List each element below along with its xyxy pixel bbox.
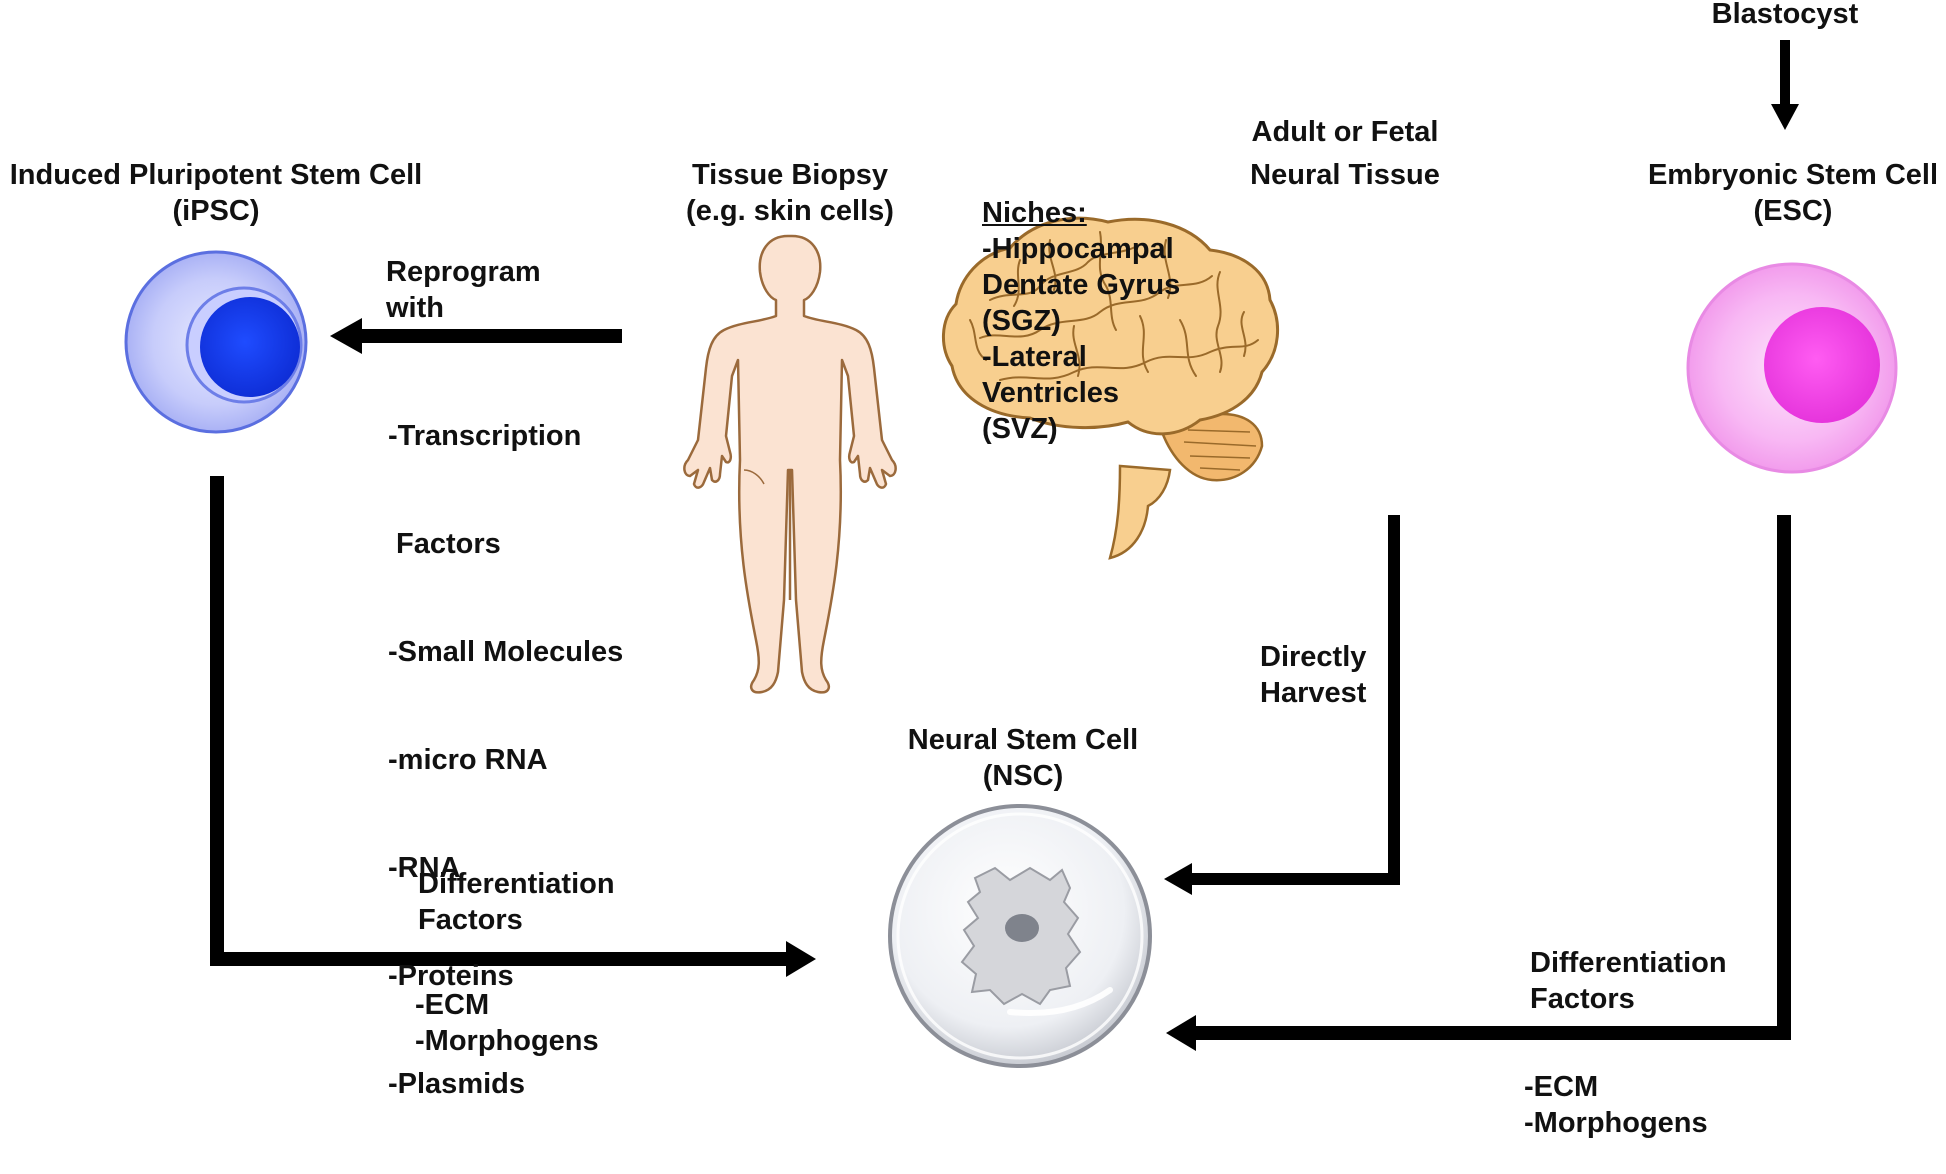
reprogram-item: -Proteins xyxy=(388,960,514,992)
diagram-graphics xyxy=(124,40,1898,1068)
reprogram-arrow xyxy=(330,318,622,354)
reprogram-heading: Reprogram with xyxy=(386,254,541,326)
reprogram-item: -micro RNA xyxy=(388,744,548,776)
esc-cell xyxy=(1686,262,1898,474)
ipsc-differentiation-line-1: Differentiation xyxy=(418,868,615,900)
biopsy-title-line-2: (e.g. skin cells) xyxy=(686,195,894,227)
niche-item: (SGZ) xyxy=(982,305,1061,337)
nsc-title: Neural Stem Cell (NSC) xyxy=(880,722,1166,794)
niches-list: Niches: -Hippocampal Dentate Gyrus (SGZ)… xyxy=(982,195,1180,447)
reprogram-item: Factors xyxy=(388,528,501,560)
blastocyst-label: Blastocyst xyxy=(1711,0,1859,30)
brain xyxy=(941,216,1280,560)
reprogram-item: -Transcription xyxy=(388,420,582,452)
blastocyst-arrow xyxy=(1771,40,1799,130)
biopsy-title-line-1: Tissue Biopsy xyxy=(691,159,889,191)
neural-tissue-title-line-1: Adult or Fetal xyxy=(1251,116,1439,148)
nsc-cell xyxy=(888,804,1152,1068)
reprogram-item: -Small Molecules xyxy=(388,636,624,668)
reprogram-heading-line-2: with xyxy=(386,292,444,324)
reprogram-item: -RNA xyxy=(388,852,461,884)
niche-item: (SVZ) xyxy=(982,413,1058,445)
reprogram-items: -Transcription Factors -Small Molecules … xyxy=(388,346,623,1174)
ipsc-title-line-2: (iPSC) xyxy=(172,195,260,227)
harvest-label: Directly Harvest xyxy=(1260,639,1366,711)
niche-item: Dentate Gyrus xyxy=(982,269,1181,301)
niche-item: Ventricles xyxy=(982,377,1120,409)
ipsc-differentiation-items: -ECM -Morphogens xyxy=(415,987,599,1059)
esc-title: Embryonic Stem Cell (ESC) xyxy=(1640,157,1946,229)
harvest-arrow xyxy=(1164,515,1400,895)
neural-tissue-title-line-2: Neural Tissue xyxy=(1250,159,1440,191)
esc-title-line-1: Embryonic Stem Cell xyxy=(1647,159,1939,191)
ipsc-to-nsc-arrow xyxy=(210,476,816,977)
ipsc-title: Induced Pluripotent Stem Cell (iPSC) xyxy=(0,157,432,229)
esc-title-line-2: (ESC) xyxy=(1753,195,1833,227)
ipsc-differentiation-heading: Differentiation Factors xyxy=(418,866,615,938)
niche-item: -Lateral xyxy=(982,341,1087,373)
nsc-nucleus xyxy=(1005,914,1039,942)
human-figure xyxy=(683,234,897,694)
ipsc-differentiation-item: -Morphogens xyxy=(415,1025,599,1057)
nsc-title-line-1: Neural Stem Cell xyxy=(907,724,1139,756)
esc-differentiation-line-2: Factors xyxy=(1530,983,1635,1015)
ipsc-differentiation-line-2: Factors xyxy=(418,904,523,936)
ipsc-cell xyxy=(124,250,308,434)
nsc-title-line-2: (NSC) xyxy=(982,760,1064,792)
niches-heading: Niches: xyxy=(982,197,1087,229)
esc-differentiation-line-1: Differentiation xyxy=(1530,947,1727,979)
esc-differentiation-items: -ECM -Morphogens xyxy=(1524,1069,1708,1141)
esc-differentiation-item: -Morphogens xyxy=(1524,1107,1708,1139)
harvest-label-line-1: Directly xyxy=(1260,641,1367,673)
reprogram-item: -Plasmids xyxy=(388,1068,525,1100)
harvest-label-line-2: Harvest xyxy=(1260,677,1367,709)
diagram-stage: Induced Pluripotent Stem Cell (iPSC) Tis… xyxy=(0,0,1946,1141)
esc-to-nsc-arrow xyxy=(1166,515,1791,1051)
ipsc-title-line-1: Induced Pluripotent Stem Cell xyxy=(9,159,423,191)
reprogram-heading-line-1: Reprogram xyxy=(386,256,541,288)
biopsy-title: Tissue Biopsy (e.g. skin cells) xyxy=(670,157,910,229)
niche-item: -Hippocampal xyxy=(982,233,1174,265)
ipsc-differentiation-item: -ECM xyxy=(415,989,490,1021)
arrows xyxy=(210,40,1799,1051)
esc-differentiation-heading: Differentiation Factors xyxy=(1530,945,1727,1017)
esc-differentiation-item: -ECM xyxy=(1524,1071,1599,1103)
